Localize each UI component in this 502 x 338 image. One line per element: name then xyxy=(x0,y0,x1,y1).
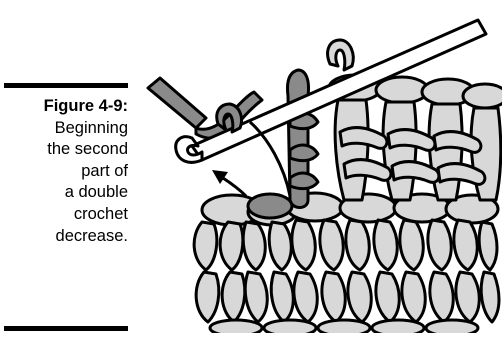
loops-on-hook xyxy=(328,40,354,70)
figure-caption: Figure 4-9: Beginning the second part of… xyxy=(0,96,128,247)
caption-line: decrease. xyxy=(0,226,128,248)
crochet-diagram-svg xyxy=(140,0,502,333)
foundation-rows xyxy=(194,193,499,333)
caption-line: crochet xyxy=(0,204,128,226)
figure-label: Figure 4-9: xyxy=(0,96,128,118)
stitch-row-2 xyxy=(196,272,499,322)
caption-line: a double xyxy=(0,182,128,204)
stitch-row-1 xyxy=(194,220,497,270)
caption-panel: Figure 4-9: Beginning the second part of… xyxy=(0,0,140,333)
crochet-illustration xyxy=(140,0,502,333)
bottom-ridge xyxy=(210,320,478,333)
caption-line: the second xyxy=(0,139,128,161)
caption-line: part of xyxy=(0,161,128,183)
working-stitch xyxy=(248,70,318,218)
caption-bottom-rule xyxy=(4,326,128,331)
caption-top-rule xyxy=(4,83,128,88)
caption-line: Beginning xyxy=(0,118,128,140)
